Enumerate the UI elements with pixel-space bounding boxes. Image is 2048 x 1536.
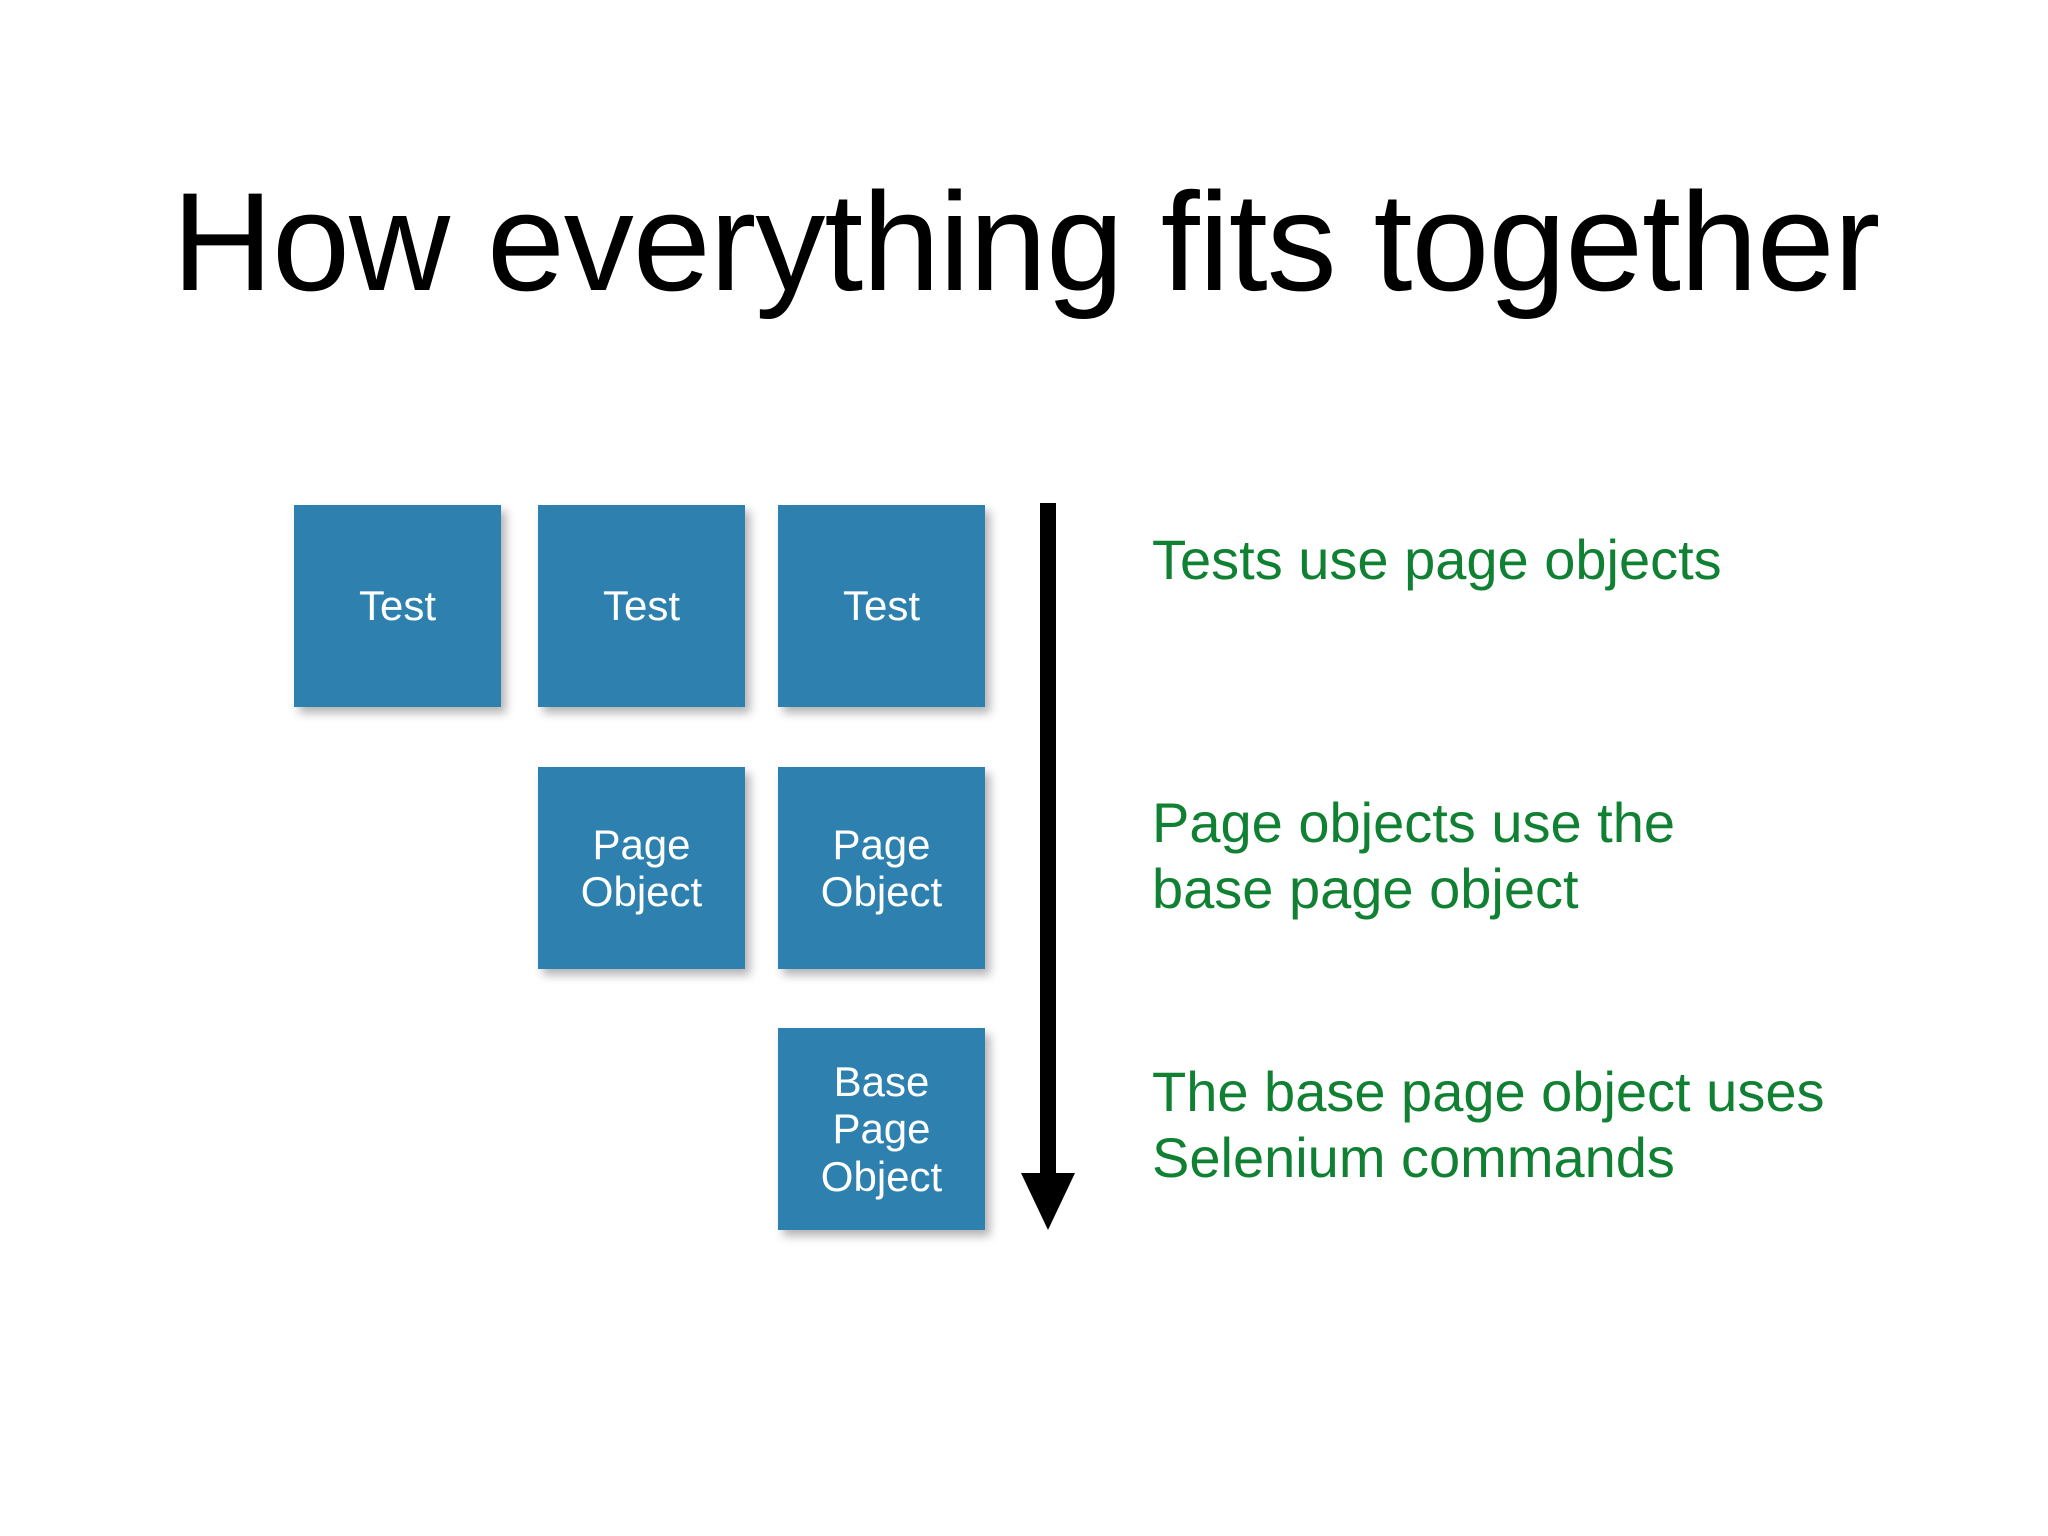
annotation-tests-use-page-objects: Tests use page objects (1152, 528, 1722, 591)
annotation-base-uses-selenium: The base page object uses Selenium comma… (1152, 1060, 1825, 1189)
node-page-object-2: Page Object (778, 767, 985, 969)
node-label: Test (358, 582, 437, 630)
node-test-3: Test (778, 505, 985, 707)
node-label: Test (842, 582, 921, 630)
node-label: Page Object (820, 820, 943, 915)
annotation-page-objects-use-base: Page objects use the base page object (1152, 791, 1676, 920)
node-test-2: Test (538, 505, 745, 707)
node-label: Base Page Object (820, 1058, 943, 1200)
node-base-page-object: Base Page Object (778, 1028, 985, 1230)
node-label: Test (602, 582, 681, 630)
node-page-object-1: Page Object (538, 767, 745, 969)
page-title: How everything fits together (172, 163, 1880, 320)
down-arrow-icon (1021, 503, 1075, 1230)
node-test-1: Test (294, 505, 501, 707)
node-label: Page Object (580, 820, 703, 915)
